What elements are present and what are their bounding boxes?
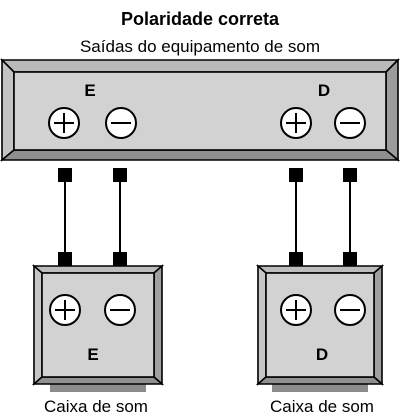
wire-right-negative xyxy=(343,168,357,266)
sound-equipment-panel xyxy=(0,58,400,162)
speaker-right xyxy=(255,264,385,392)
speaker-left-foot xyxy=(50,384,146,392)
wire-right-positive xyxy=(289,168,303,266)
speaker-left-caption: Caixa de som xyxy=(44,397,148,416)
speaker-left xyxy=(31,264,165,392)
amp-right-label: D xyxy=(318,81,330,100)
amp-right-positive-terminal xyxy=(280,107,312,139)
speaker-right-caption: Caixa de som xyxy=(270,397,374,416)
amp-left-positive-terminal xyxy=(48,107,80,139)
plus-circle-icon xyxy=(54,113,74,133)
diagram-title: Polaridade correta xyxy=(121,9,280,29)
speaker-left-negative-terminal xyxy=(104,294,136,326)
speaker-right-negative-terminal xyxy=(334,294,366,326)
plus-circle-icon xyxy=(286,113,306,133)
diagram-subtitle: Saídas do equipamento de som xyxy=(80,37,320,56)
plus-circle-icon xyxy=(286,300,306,320)
plus-circle-icon xyxy=(55,300,75,320)
speaker-left-positive-terminal xyxy=(49,294,81,326)
wire-left-negative xyxy=(113,168,127,266)
speaker-left-label: E xyxy=(87,345,98,364)
wire-left-positive xyxy=(58,168,72,266)
amp-left-negative-terminal xyxy=(105,107,137,139)
speaker-right-label: D xyxy=(316,345,328,364)
speaker-right-positive-terminal xyxy=(280,294,312,326)
amp-left-label: E xyxy=(84,81,95,100)
speaker-right-foot xyxy=(272,384,368,392)
amp-right-negative-terminal xyxy=(334,107,366,139)
